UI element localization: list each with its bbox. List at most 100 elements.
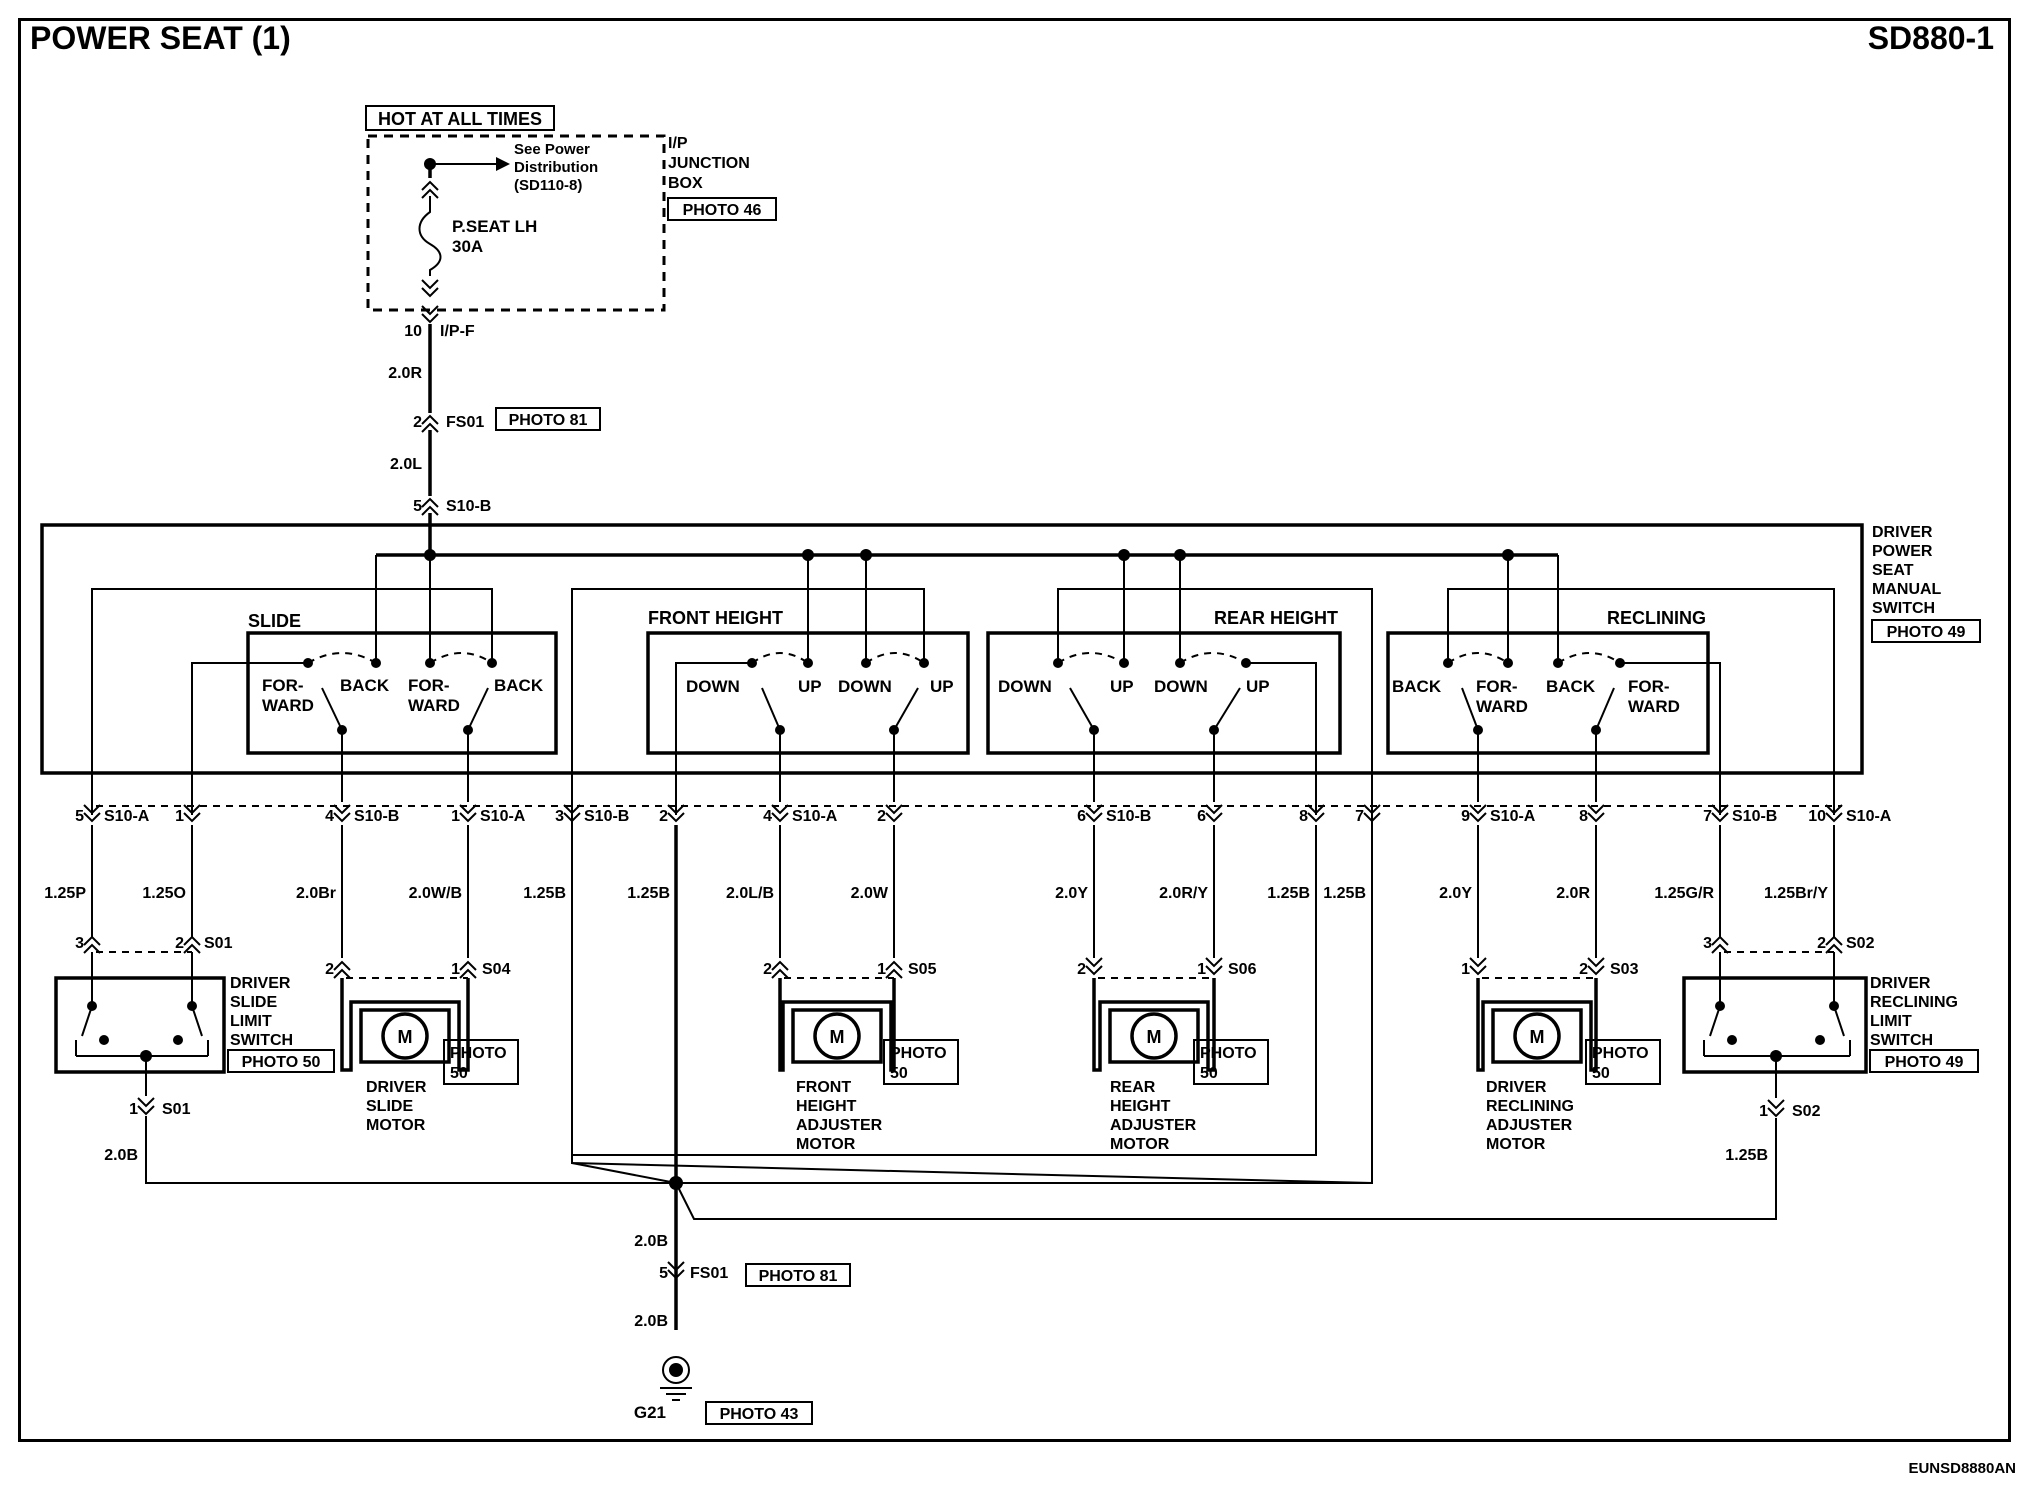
front_motor-photo-2: 50	[890, 1065, 908, 1082]
slide_motor-motor-icon	[381, 1012, 429, 1060]
ipf-pin: 10	[404, 323, 422, 340]
slide-limit-blade-1	[81, 1005, 93, 1037]
front_motor-label_1: FRONT	[796, 1079, 851, 1096]
recline_motor-name: S03	[1610, 961, 1639, 978]
recline_motor-pin-b	[1587, 957, 1605, 975]
recline-link-2	[1557, 652, 1621, 664]
front_motor-label_3: ADJUSTER	[796, 1117, 883, 1134]
slide-limit-out-wire-label: 2.0B	[104, 1147, 138, 1164]
slide-ground-loop	[91, 588, 493, 815]
wire-label-15: 1.25Br/Y	[1764, 885, 1828, 902]
recline_motor-case	[1491, 1008, 1583, 1064]
hot-at-all-times-label: HOT AT ALL TIMES	[378, 109, 542, 129]
slide-limit-photo-box	[227, 1049, 335, 1073]
front_motor-label_2: HEIGHT	[796, 1098, 857, 1115]
slide-limit-bar-ends	[75, 1040, 209, 1056]
wire-1316-loop	[572, 825, 1317, 1156]
slide-c3-2: WARD	[408, 696, 460, 715]
wire-label-3: 2.0W/B	[409, 885, 462, 902]
s10-pin-11: 7	[1355, 808, 1364, 825]
fs01-bottom-name: FS01	[690, 1265, 728, 1282]
recline_motor-pin-a-label: 1	[1461, 961, 1470, 978]
front_motor-pin-a-label: 2	[763, 961, 772, 978]
slide-c3-1: FOR-	[408, 676, 450, 695]
s10-connector-12	[1469, 804, 1487, 822]
slide_motor-pin-b	[459, 961, 477, 979]
rear_motor-case	[1108, 1008, 1200, 1064]
hot-at-all-times-box	[365, 105, 555, 131]
junction-box-label-2: JUNCTION	[668, 155, 750, 172]
wire-label-0: 1.25P	[44, 885, 86, 902]
slide_motor-leads	[340, 978, 470, 1072]
recline-limit-out-name: S02	[1792, 1103, 1821, 1120]
s10-pin-15: 10	[1808, 808, 1826, 825]
slide_motor-label_1: DRIVER	[366, 1079, 427, 1096]
recline-limit-out-connector	[1767, 1099, 1785, 1117]
recline-limit-pin-a	[1711, 936, 1729, 954]
rear-link-2	[1179, 652, 1247, 664]
recline-c3: BACK	[1546, 677, 1596, 696]
recline-c1: BACK	[1392, 677, 1442, 696]
wire-572-ground-loop	[571, 825, 1373, 1184]
front_motor-motor-icon	[813, 1012, 861, 1060]
image-code: EUNSD8880AN	[1908, 1460, 2016, 1477]
recline-limit-label-2: RECLINING	[1870, 994, 1958, 1011]
rear_motor-pin-a	[1085, 957, 1103, 975]
s10-pin-4: 3	[555, 808, 564, 825]
feed-wire-2-label: 2.0L	[390, 456, 422, 473]
recline_motor-pin-b-label: 2	[1579, 961, 1588, 978]
recline-limit-label-4: SWITCH	[1870, 1032, 1933, 1049]
recline-limit-label-1: DRIVER	[1870, 975, 1931, 992]
recline-limit-photo: PHOTO 49	[1885, 1054, 1964, 1071]
recline-switch-box	[1386, 631, 1710, 755]
recline-limit-out-wire-label: 1.25B	[1725, 1147, 1768, 1164]
s10-name-4: S10-B	[584, 808, 629, 825]
recline-label: RECLINING	[1607, 608, 1706, 628]
see-power-1: See Power	[514, 141, 590, 158]
front-label: FRONT HEIGHT	[648, 608, 783, 628]
wire-label-14: 1.25G/R	[1654, 885, 1714, 902]
rear-c2: UP	[1110, 677, 1134, 696]
fs01-top-pin: 2	[413, 414, 422, 431]
recline-c2-2: WARD	[1476, 697, 1528, 716]
s10-connector-6	[771, 804, 789, 822]
slide-limit-blade-2	[191, 1005, 203, 1037]
see-power-3: (SD110-8)	[514, 177, 582, 194]
s10-pin-5: 2	[659, 808, 668, 825]
switch-name-1: DRIVER	[1872, 524, 1933, 541]
fs01-top-name: FS01	[446, 414, 484, 431]
recline-limit-photo-box	[1869, 1049, 1979, 1073]
ground-name: G21	[634, 1403, 666, 1422]
slide-limit-label-2: SLIDE	[230, 994, 277, 1011]
wire-1372-loop	[676, 825, 1373, 1184]
slide-switch-box	[246, 631, 558, 755]
s10-pin-7: 2	[877, 808, 886, 825]
wire-label-12: 2.0Y	[1439, 885, 1472, 902]
rear-c4: UP	[1246, 677, 1270, 696]
page-title: POWER SEAT (1)	[30, 20, 291, 56]
s10-name-2: S10-B	[354, 808, 399, 825]
slide_motor-photo-box	[443, 1039, 519, 1085]
fs01-bottom-photo: PHOTO 81	[759, 1268, 838, 1285]
junction-photo-label: PHOTO 46	[683, 202, 762, 219]
slide_motor-photo-1: PHOTO	[450, 1045, 507, 1062]
rear_motor-label_3: ADJUSTER	[1110, 1117, 1197, 1134]
s10-connector-13	[1587, 804, 1605, 822]
front_motor-leads	[778, 978, 896, 1072]
recline-limit-contact-4	[1815, 1035, 1825, 1045]
slide-c1-2: WARD	[262, 696, 314, 715]
junction-connector-bottom	[421, 279, 439, 297]
slide_motor-name: S04	[482, 961, 511, 978]
recline_motor-photo-box	[1585, 1039, 1661, 1085]
fs01-top-photo: PHOTO 81	[509, 412, 588, 429]
slide-c2: BACK	[340, 676, 390, 695]
recline-c4-2: WARD	[1628, 697, 1680, 716]
s10-connector-3	[459, 804, 477, 822]
rear_motor-name: S06	[1228, 961, 1257, 978]
ground-tie-1	[571, 1162, 677, 1184]
recline_motor-photo-2: 50	[1592, 1065, 1610, 1082]
